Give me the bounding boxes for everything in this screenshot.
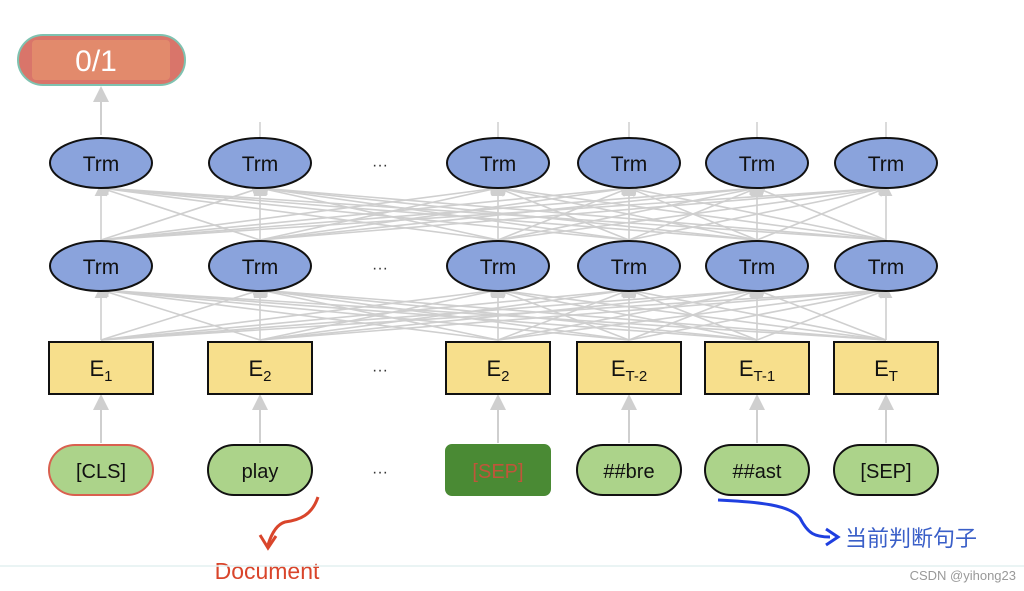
output-node: 0/1 bbox=[17, 34, 186, 86]
transformer-node-layer2: Trm bbox=[705, 137, 809, 189]
trm-label: Trm bbox=[83, 153, 120, 176]
attention-line bbox=[96, 182, 887, 241]
transformer-node-layer1: Trm bbox=[705, 240, 809, 292]
trm-label: Trm bbox=[739, 153, 776, 176]
embedding-label: E2 bbox=[248, 356, 271, 385]
embedding-box: E1 bbox=[48, 341, 154, 395]
attention-line bbox=[255, 284, 887, 341]
transformer-node-layer1: Trm bbox=[446, 240, 550, 292]
output-label: 0/1 bbox=[75, 45, 117, 78]
embedding-box: E2 bbox=[445, 341, 551, 395]
document-label: Document bbox=[215, 558, 320, 584]
attention-line bbox=[752, 185, 887, 241]
token-sep: [SEP] bbox=[445, 444, 551, 496]
attention-line bbox=[96, 284, 758, 341]
attention-line bbox=[255, 284, 758, 341]
transformer-node-layer2: Trm bbox=[208, 137, 312, 189]
token-label: ##bre bbox=[603, 461, 654, 483]
token-label: [SEP] bbox=[860, 461, 911, 483]
trm-label: Trm bbox=[739, 256, 776, 279]
attention-line bbox=[255, 285, 499, 341]
trm-label: Trm bbox=[480, 153, 517, 176]
watermark: CSDN @yihong23 bbox=[910, 568, 1016, 583]
trm-label: Trm bbox=[242, 153, 279, 176]
transformer-node-layer2: Trm bbox=[834, 137, 938, 189]
transformer-node-layer2: Trm bbox=[577, 137, 681, 189]
trm-label: Trm bbox=[868, 256, 905, 279]
trm-label: Trm bbox=[611, 256, 648, 279]
embedding-box: ET bbox=[833, 341, 939, 395]
embedding-box: ET-1 bbox=[704, 341, 810, 395]
token-label: [SEP] bbox=[472, 461, 523, 483]
token-sep: [SEP] bbox=[833, 444, 939, 496]
attention-line bbox=[96, 182, 758, 241]
attention-line bbox=[96, 184, 261, 241]
attention-line bbox=[255, 182, 758, 241]
attention-line bbox=[255, 183, 499, 241]
embedding-label: E2 bbox=[486, 356, 509, 385]
attention-line bbox=[493, 284, 887, 341]
attention-line bbox=[493, 182, 887, 241]
trm-label: Trm bbox=[611, 153, 648, 176]
attention-line bbox=[493, 183, 758, 241]
attention-line bbox=[96, 284, 630, 341]
embedding-label: ET bbox=[874, 356, 898, 385]
embedding-box: E2 bbox=[207, 341, 313, 395]
token-cls: [CLS] bbox=[48, 444, 154, 496]
transformer-node-layer1: Trm bbox=[834, 240, 938, 292]
trm-label: Trm bbox=[242, 256, 279, 279]
ellipsis-row4: ··· bbox=[372, 464, 388, 481]
attention-connections bbox=[93, 122, 894, 443]
token-label: play bbox=[242, 461, 279, 483]
trm-label: Trm bbox=[83, 256, 120, 279]
transformer-node-layer1: Trm bbox=[49, 240, 153, 292]
ellipsis-row1: ··· bbox=[372, 157, 388, 174]
token-label: ##ast bbox=[733, 461, 782, 483]
attention-line bbox=[96, 182, 499, 241]
token-play: play bbox=[207, 444, 313, 496]
transformer-node-layer1: Trm bbox=[577, 240, 681, 292]
current-sentence-annotation: 当前判断句子 bbox=[717, 498, 977, 552]
attention-line bbox=[96, 284, 887, 341]
attention-line bbox=[624, 183, 887, 241]
attention-line bbox=[752, 286, 887, 341]
embedding-label: ET-2 bbox=[611, 356, 647, 385]
current-sentence-label: 当前判断句子 bbox=[845, 527, 977, 552]
attention-line bbox=[96, 182, 630, 241]
ellipsis-row2: ··· bbox=[372, 260, 388, 277]
embedding-box: ET-2 bbox=[576, 341, 682, 395]
embedding-label: E1 bbox=[89, 356, 112, 385]
trm-label: Trm bbox=[868, 153, 905, 176]
embedding-label: ET-1 bbox=[739, 356, 775, 385]
attention-line bbox=[96, 284, 499, 341]
attention-line bbox=[255, 284, 630, 341]
trm-label: Trm bbox=[480, 256, 517, 279]
token-bre: ##bre bbox=[576, 444, 682, 496]
attention-line bbox=[96, 286, 261, 341]
token-ast: ##ast bbox=[704, 444, 810, 496]
attention-line bbox=[624, 285, 887, 341]
ellipsis-row3: ··· bbox=[372, 362, 388, 379]
transformer-node-layer2: Trm bbox=[49, 137, 153, 189]
document-annotation: Document bbox=[215, 496, 320, 584]
transformer-node-layer1: Trm bbox=[208, 240, 312, 292]
transformer-node-layer2: Trm bbox=[446, 137, 550, 189]
attention-line bbox=[255, 182, 887, 241]
attention-line bbox=[255, 182, 630, 241]
attention-line bbox=[493, 285, 758, 341]
token-label: [CLS] bbox=[76, 461, 126, 483]
